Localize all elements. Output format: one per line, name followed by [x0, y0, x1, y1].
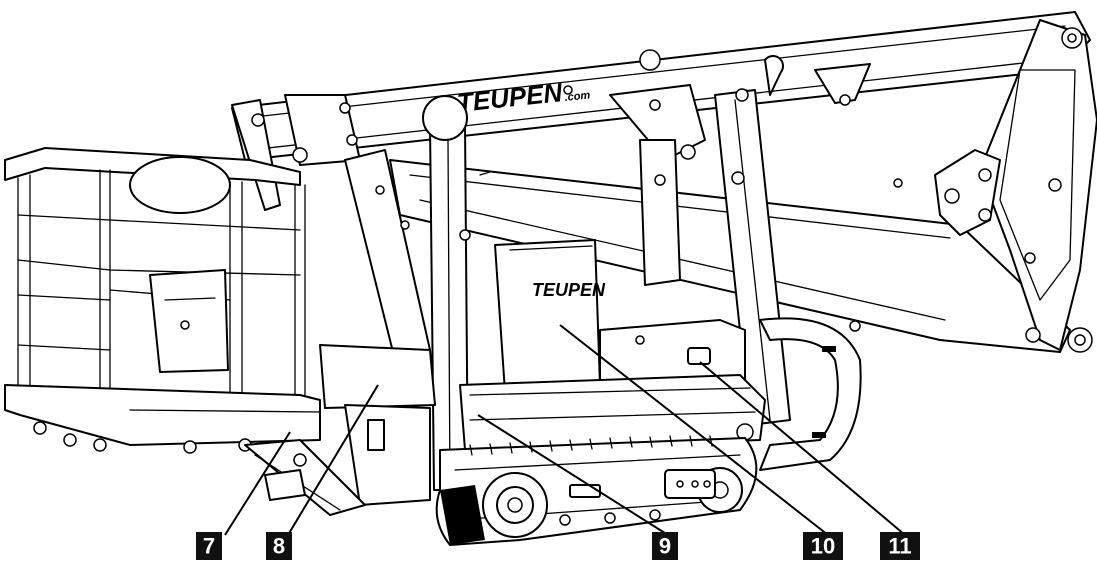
callout-10: 10 — [803, 532, 843, 560]
turntable-base — [319, 344, 766, 506]
front-outrigger — [244, 439, 366, 516]
callout-9-label: 9 — [659, 534, 671, 559]
callout-8-label: 8 — [273, 534, 285, 559]
track-undercarriage — [435, 435, 758, 546]
callout-8: 8 — [266, 532, 292, 560]
rear-outrigger — [759, 317, 862, 471]
boom-logo-domain: .com — [564, 89, 591, 104]
callout-7-label: 7 — [203, 534, 215, 559]
callout-10-label: 10 — [811, 534, 835, 559]
leader-lines — [224, 324, 906, 536]
support-columns — [231, 88, 791, 491]
cover-logo-text: TEUPEN — [532, 280, 606, 300]
callout-11: 11 — [880, 532, 920, 560]
callout-11-label: 11 — [888, 534, 911, 559]
callout-9: 9 — [652, 532, 678, 560]
callout-7: 7 — [196, 532, 222, 560]
work-basket — [4, 147, 321, 454]
